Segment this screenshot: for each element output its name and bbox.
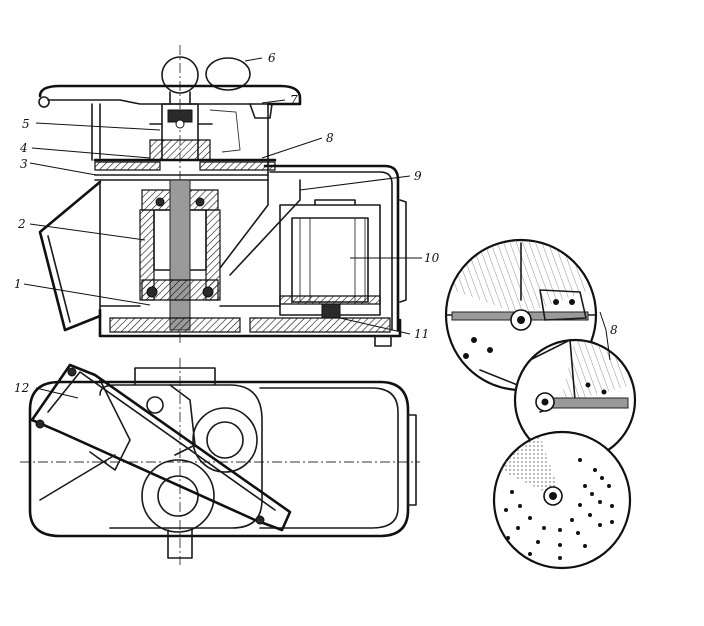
disc-set: 8 (444, 238, 637, 570)
callout-4: 4 (19, 141, 28, 155)
callout-2: 2 (17, 217, 26, 231)
hopper-body (91, 103, 269, 161)
bearing-housing (139, 179, 221, 331)
base-plate (98, 305, 402, 347)
callout-3: 3 (20, 157, 28, 171)
callout-9: 9 (414, 169, 422, 183)
drive-pulleys (141, 396, 258, 533)
leader-lines (23, 57, 422, 335)
callout-1: 1 (14, 277, 22, 291)
callout-8-discs: 8 (610, 323, 618, 337)
plan-housing-outline (28, 380, 410, 538)
section-view: 6 7 5 4 3 8 9 2 1 10 11 (14, 45, 440, 347)
callout-7: 7 (290, 93, 298, 107)
leader-8-a (599, 311, 607, 331)
lid-cover (38, 84, 302, 119)
spindle-head (149, 103, 213, 161)
callout-5: 5 (22, 117, 30, 131)
callout-10: 10 (424, 251, 440, 265)
handle-knob (161, 56, 251, 105)
grater-holes (504, 458, 614, 560)
electric-motor (279, 199, 381, 319)
plan-view: 12 (14, 358, 420, 565)
callout-8: 8 (326, 131, 334, 145)
leader-8-b (605, 329, 611, 361)
motor-housing (219, 159, 407, 332)
callout-12: 12 (14, 381, 29, 395)
feed-chute-plan (30, 363, 292, 532)
discharge-chute (38, 180, 102, 332)
blade-disc (513, 338, 637, 462)
cutting-disc-section (93, 158, 277, 181)
callout-11: 11 (414, 327, 429, 341)
grater-disc (492, 430, 632, 570)
callout-6: 6 (268, 51, 276, 65)
